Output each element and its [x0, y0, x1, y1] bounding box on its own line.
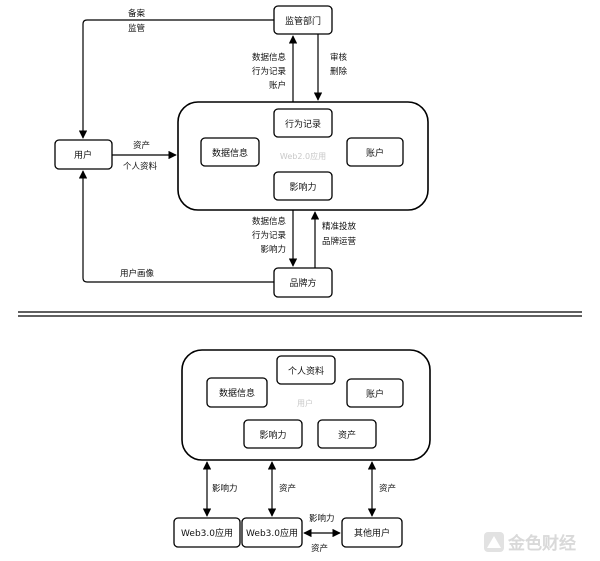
node-assets-bottom-label: 资产: [338, 429, 356, 441]
node-web3-app-2: Web3.0应用: [241, 517, 303, 548]
edge-label-assets: 资产: [133, 140, 150, 151]
watermark-text: 金色财经: [507, 533, 576, 554]
node-behavior-label: 行为记录: [285, 118, 321, 130]
edge-label-assets-h: 资产: [311, 543, 328, 554]
user-container-label: 用户: [297, 398, 313, 408]
node-assets-bottom: 资产: [317, 419, 377, 449]
node-influence-label: 影响力: [289, 181, 316, 193]
jinse-logo-icon: [484, 532, 504, 552]
edge-label-delete: 删除: [330, 66, 348, 77]
node-influence-bottom: 影响力: [243, 419, 303, 449]
node-web3-app-1: Web3.0应用: [173, 517, 241, 548]
web2-app-label: Web2.0应用: [280, 151, 326, 161]
edge-label-to-brand-2: 行为记录: [252, 230, 287, 241]
edge-label-assets-other: 资产: [379, 483, 396, 494]
node-account: 账户: [346, 137, 404, 167]
edge-label-to-brand-3: 影响力: [260, 244, 286, 255]
top-diagram: Web2.0应用 行为记录 数据信息 账户 影响力 监管部门 用户: [54, 5, 429, 298]
node-account-bottom-label: 账户: [366, 388, 384, 400]
node-account-bottom: 账户: [346, 378, 404, 408]
node-data-info-label: 数据信息: [212, 147, 248, 159]
web2-app-container: [177, 101, 429, 211]
edge-label-supervision: 监管: [128, 23, 145, 34]
node-behavior: 行为记录: [273, 108, 333, 138]
node-personal-info-label: 个人资料: [288, 365, 324, 377]
edge-label-precise-ads: 精准投放: [322, 221, 357, 232]
bottom-diagram: 用户 个人资料 数据信息 账户 影响力 资产 Web3.0应用 Web3.0应用: [173, 349, 431, 554]
node-brand-label: 品牌方: [289, 277, 316, 289]
node-influence: 影响力: [273, 171, 333, 201]
node-brand: 品牌方: [273, 267, 333, 298]
edge-label-profile: 个人资料: [123, 161, 158, 172]
edge-brand-to-user: [78, 170, 274, 283]
node-data-info-bottom-label: 数据信息: [219, 387, 255, 399]
watermark: 金色财经: [484, 532, 576, 554]
edge-label-review: 审核: [330, 52, 348, 63]
edge-label-to-regulator-3: 账户: [269, 80, 286, 91]
edge-label-to-regulator-1: 数据信息: [252, 52, 287, 63]
node-regulator: 监管部门: [273, 5, 333, 35]
edge-label-to-regulator-2: 行为记录: [252, 66, 287, 77]
node-account-label: 账户: [366, 147, 384, 159]
edge-label-assets-down: 资产: [279, 483, 296, 494]
node-other-users: 其他用户: [341, 517, 403, 548]
edge-regulator-to-user: [78, 19, 274, 139]
node-regulator-label: 监管部门: [285, 15, 321, 27]
edge-label-filing: 备案: [128, 8, 146, 19]
node-influence-bottom-label: 影响力: [259, 429, 286, 441]
node-user-label: 用户: [74, 149, 92, 161]
edge-label-brand-ops: 品牌运营: [322, 236, 356, 247]
node-other-users-label: 其他用户: [354, 527, 390, 539]
edge-label-user-profile: 用户画像: [120, 268, 155, 279]
edge-label-to-brand-1: 数据信息: [252, 216, 287, 227]
edge-label-influence-h: 影响力: [309, 513, 335, 524]
node-web3-app-1-label: Web3.0应用: [181, 527, 233, 539]
edge-label-influence-down: 影响力: [212, 483, 238, 494]
node-data-info: 数据信息: [200, 137, 260, 167]
node-web3-app-2-label: Web3.0应用: [246, 527, 298, 539]
node-data-info-bottom: 数据信息: [206, 377, 268, 408]
node-personal-info: 个人资料: [276, 355, 336, 385]
node-user: 用户: [54, 139, 113, 170]
